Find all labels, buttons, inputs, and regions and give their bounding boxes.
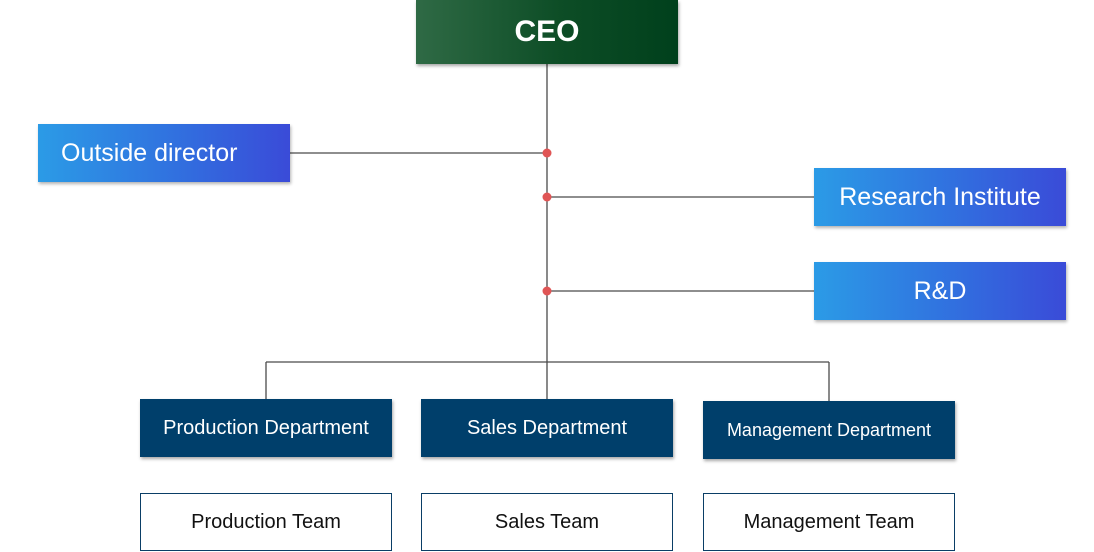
junction-dot-research-institute [542,192,552,202]
production-team-label: Production Team [191,510,341,533]
outside-director-box: Outside director [38,124,290,182]
junction-dot-outside-director [542,148,552,158]
junction-dot-rnd [542,286,552,296]
rnd-label: R&D [913,276,967,305]
outside-director-label: Outside director [61,138,238,167]
management-team-box: Management Team [703,493,955,551]
ceo-box: CEO [416,0,678,64]
production-department-label: Production Department [163,416,369,439]
ceo-label: CEO [514,15,580,48]
sales-team-label: Sales Team [494,510,600,533]
sales-department-box: Sales Department [421,399,673,457]
sales-team-box: Sales Team [421,493,673,551]
research-institute-box: Research Institute [814,168,1066,226]
rnd-box: R&D [814,262,1066,320]
management-department-box: Management Department [703,401,955,459]
research-institute-label: Research Institute [839,182,1041,211]
production-team-box: Production Team [140,493,392,551]
management-department-label: Management Department [726,419,932,440]
sales-department-label: Sales Department [466,416,628,439]
production-department-box: Production Department [140,399,392,457]
management-team-label: Management Team [743,510,915,533]
